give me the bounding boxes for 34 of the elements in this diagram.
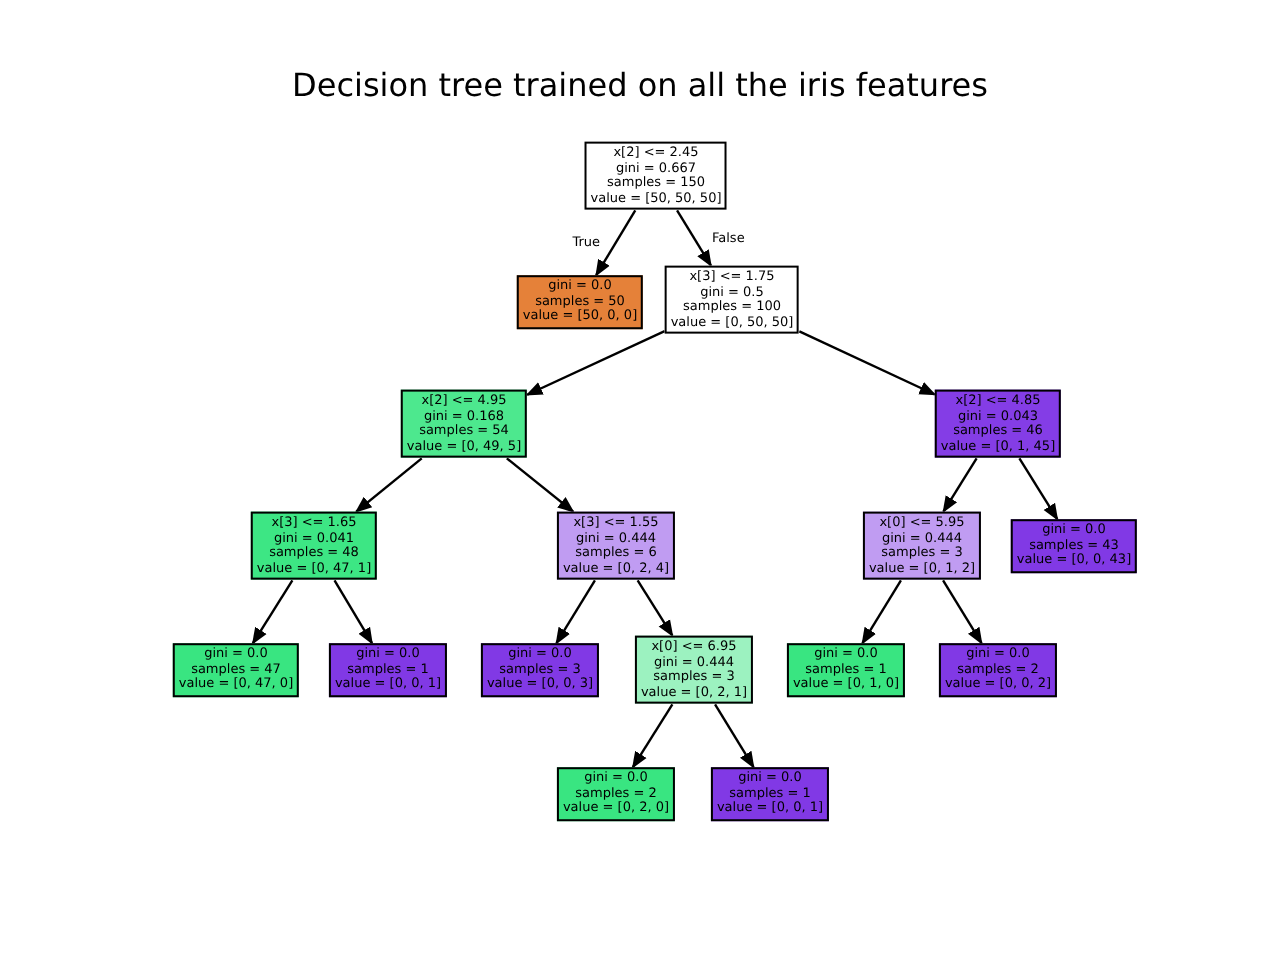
tree-node-box <box>328 643 448 697</box>
arrow <box>595 209 637 277</box>
arrow <box>942 457 978 514</box>
arrow <box>798 330 937 396</box>
tree-node-box <box>250 511 378 581</box>
arrow <box>714 703 755 769</box>
arrow <box>354 457 423 513</box>
tree-node-box <box>786 643 906 697</box>
tree-node-box <box>516 275 644 329</box>
arrow <box>861 579 902 645</box>
tree-node-box <box>938 643 1058 697</box>
chart-title: Decision tree trained on all the iris features <box>290 66 990 106</box>
tree-node-box <box>634 635 754 705</box>
tree-node-box <box>172 643 300 697</box>
arrow <box>676 209 712 268</box>
tree-node-box <box>556 767 676 821</box>
tree-node-box <box>584 141 728 211</box>
arrow <box>1018 457 1059 521</box>
tree-node-box <box>480 643 600 697</box>
arrow <box>631 703 674 769</box>
tree-node-box <box>556 511 676 581</box>
arrow <box>636 579 674 638</box>
arrow <box>333 579 374 645</box>
tree-node-box <box>710 767 830 821</box>
tree-node-box <box>664 265 800 335</box>
tree-node-box <box>400 389 528 459</box>
arrow <box>525 330 666 396</box>
tree-node-box <box>1010 519 1138 573</box>
tree-node-box <box>934 389 1062 459</box>
arrow <box>555 579 596 645</box>
arrow <box>942 579 983 645</box>
tree-node-box <box>862 511 982 581</box>
arrow <box>251 579 294 645</box>
arrow <box>506 457 575 513</box>
